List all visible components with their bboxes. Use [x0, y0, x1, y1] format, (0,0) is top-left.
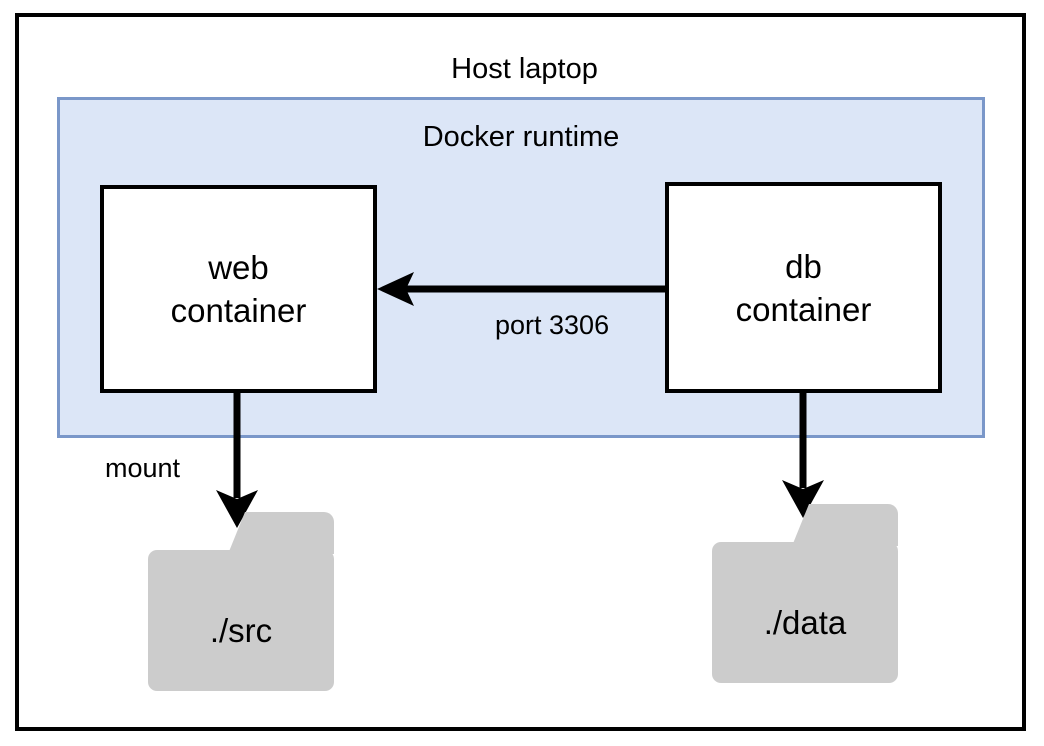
folder-data[interactable]: ./data [712, 500, 898, 683]
node-db-container-line1: db [785, 247, 822, 285]
folder-src[interactable]: ./src [148, 508, 334, 691]
node-db-container[interactable]: db container [665, 182, 942, 393]
edge-label-port-3306: port 3306 [495, 310, 610, 340]
node-web-container[interactable]: web container [100, 185, 377, 393]
host-laptop-label: Host laptop [451, 53, 598, 85]
node-web-container-line2: container [170, 292, 307, 329]
folder-src-label: ./src [209, 612, 273, 649]
folder-icon [148, 512, 334, 691]
folder-icon [712, 504, 898, 683]
node-db-container-line2: container [735, 290, 872, 328]
edge-label-mount: mount [105, 453, 181, 483]
folder-data-label: ./data [763, 604, 847, 641]
node-web-container-line1: web [208, 249, 269, 286]
docker-runtime-label: Docker runtime [422, 121, 620, 153]
